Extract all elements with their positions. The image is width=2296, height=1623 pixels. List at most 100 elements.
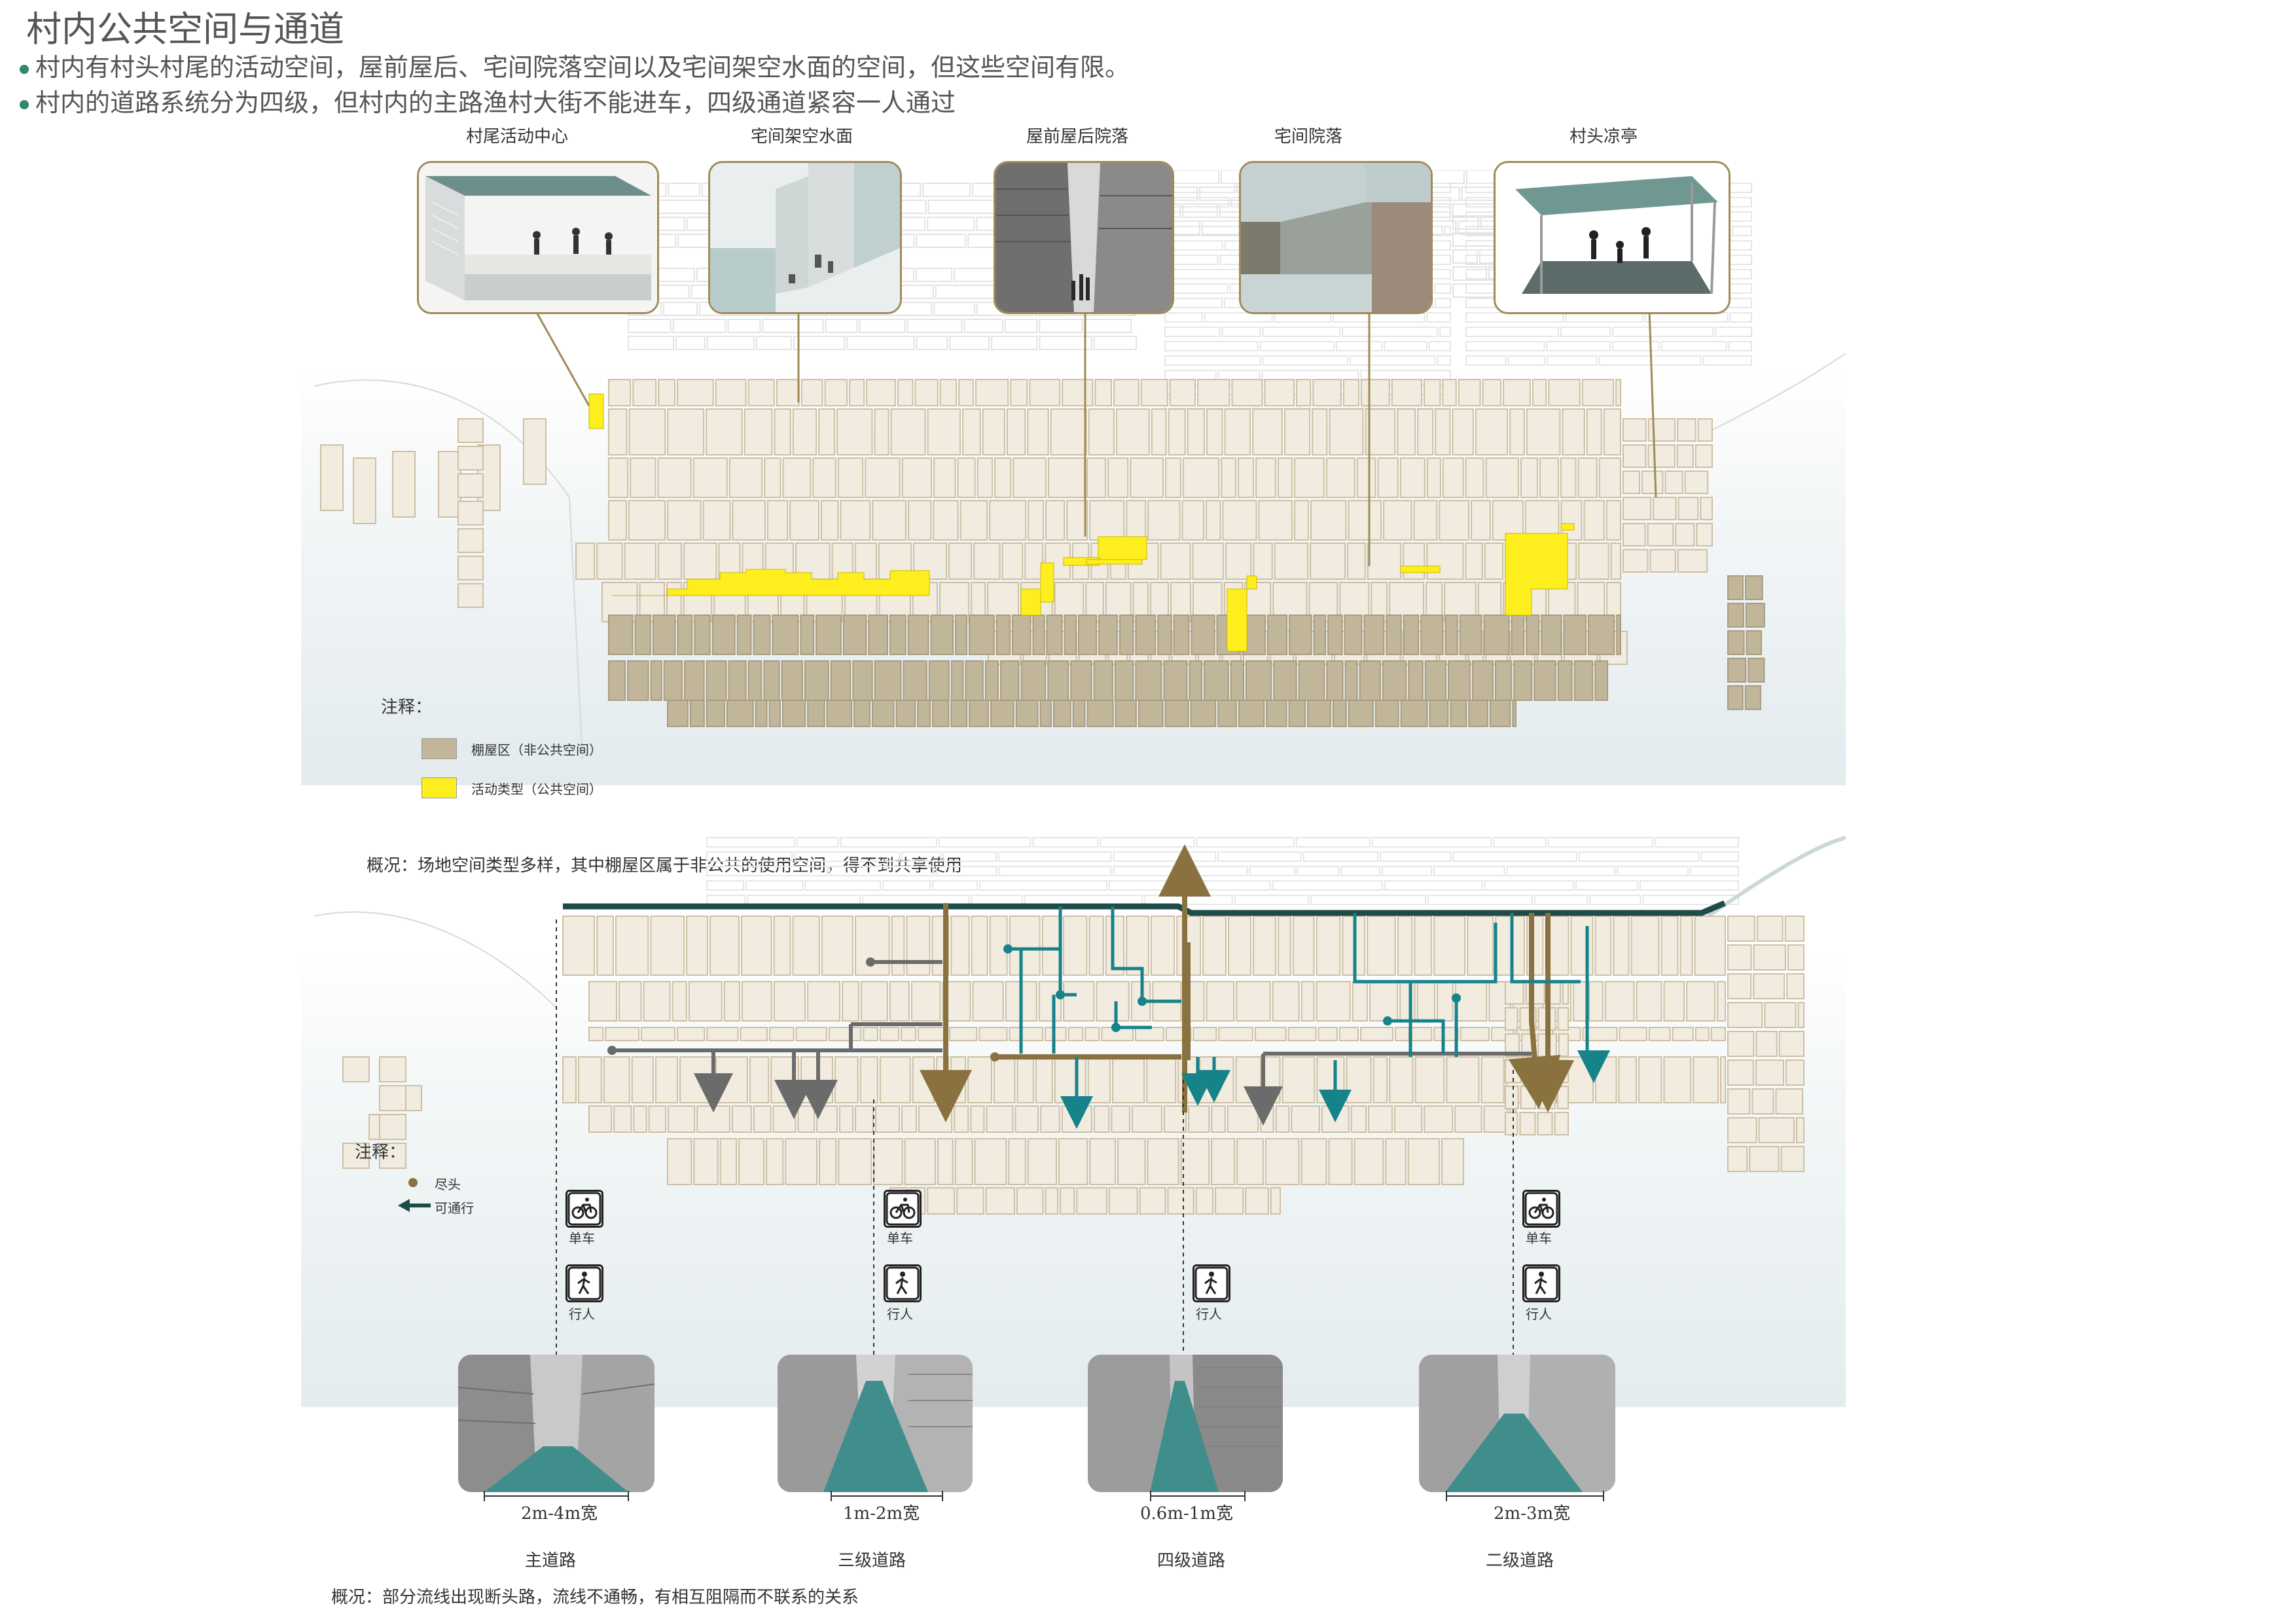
building-block xyxy=(860,981,888,1022)
dead-end-dot xyxy=(607,1046,617,1055)
building-block xyxy=(1016,1056,1034,1103)
building-block xyxy=(1417,408,1434,455)
building-block xyxy=(1675,523,1695,546)
building-block xyxy=(686,916,709,976)
ghost-building xyxy=(901,851,942,862)
building-block xyxy=(1755,1060,1785,1086)
shed-block xyxy=(694,615,711,655)
ghost-building xyxy=(1297,866,1340,876)
shed-block xyxy=(772,615,799,655)
building-block xyxy=(1454,981,1488,1022)
building-block xyxy=(1460,1027,1490,1041)
building-block xyxy=(1638,1056,1662,1103)
building-block xyxy=(890,408,926,455)
road-name-2: 三级道路 xyxy=(838,1551,906,1571)
road-width-1: 2m-4m宽 xyxy=(521,1504,598,1524)
building-block xyxy=(1096,981,1130,1022)
shed-block xyxy=(1344,660,1358,701)
building-block xyxy=(1045,500,1066,541)
building-block xyxy=(562,916,596,976)
building-block xyxy=(677,379,714,406)
ghost-building xyxy=(672,319,726,333)
building-block xyxy=(1211,1105,1226,1133)
building-block xyxy=(1035,1056,1053,1103)
building-block xyxy=(596,543,623,580)
building-block xyxy=(457,473,484,498)
building-block xyxy=(1598,457,1622,498)
building-block xyxy=(1753,973,1785,999)
building-block xyxy=(1755,1031,1778,1057)
building-block xyxy=(1325,457,1355,498)
building-block xyxy=(588,1105,613,1133)
public-space-block xyxy=(1246,575,1257,590)
building-block xyxy=(438,451,461,518)
building-block xyxy=(719,1138,738,1185)
ghost-building xyxy=(829,866,935,876)
building-block xyxy=(1749,1146,1780,1172)
building-block xyxy=(1520,457,1539,498)
ghost-building xyxy=(1690,866,1740,876)
road-section-photo-4 xyxy=(1419,1355,1615,1492)
building-block xyxy=(1391,379,1423,406)
ghost-building xyxy=(675,336,706,350)
ghost-building xyxy=(1180,866,1248,876)
building-block xyxy=(1441,1138,1465,1185)
shed-block xyxy=(969,700,990,727)
building-block xyxy=(1442,457,1464,498)
building-block xyxy=(1582,1027,1618,1041)
arrow-icon xyxy=(398,1199,431,1212)
shed-block xyxy=(1727,685,1744,710)
building-block xyxy=(1206,408,1223,455)
building-block xyxy=(342,1143,370,1169)
building-block xyxy=(1038,981,1062,1022)
building-block xyxy=(1253,543,1273,580)
shed-block xyxy=(726,700,754,727)
building-block xyxy=(457,501,484,526)
building-block xyxy=(933,457,956,498)
shed-block xyxy=(1468,700,1488,727)
shoreline-curve-right xyxy=(1708,353,1846,433)
road-name-3: 四级道路 xyxy=(1157,1551,1226,1571)
building-block xyxy=(1310,543,1346,580)
ghost-building xyxy=(939,837,1031,847)
ghost-building xyxy=(1262,327,1341,337)
shed-block xyxy=(1526,615,1540,655)
building-block xyxy=(874,408,889,455)
building-block xyxy=(773,981,806,1022)
building-block xyxy=(1235,1056,1262,1103)
building-block xyxy=(740,1027,768,1041)
building-block xyxy=(1594,1056,1617,1103)
building-block xyxy=(912,1056,935,1103)
building-block xyxy=(1395,1027,1410,1041)
building-block xyxy=(1557,1007,1569,1031)
shed-block xyxy=(1408,660,1424,701)
building-block xyxy=(1006,408,1026,455)
building-block xyxy=(628,500,666,541)
building-block xyxy=(1532,379,1547,406)
building-block xyxy=(1010,379,1028,406)
ghost-building xyxy=(1221,327,1261,337)
shed-block xyxy=(1512,700,1517,727)
building-block xyxy=(1058,1138,1088,1185)
shed-block xyxy=(895,700,916,727)
building-block xyxy=(985,1187,1015,1215)
building-block xyxy=(628,408,666,455)
building-block xyxy=(1310,500,1347,541)
building-block xyxy=(1287,1027,1317,1041)
ghost-building xyxy=(1452,283,1496,298)
building-block xyxy=(1581,379,1615,406)
building-block xyxy=(577,1056,602,1103)
building-block xyxy=(1197,379,1230,406)
card-label-3: 屋前屋后院落 xyxy=(1026,127,1129,147)
ghost-building xyxy=(1039,319,1083,333)
ghost-building xyxy=(1444,226,1451,236)
ghost-building xyxy=(1560,327,1611,337)
shed-block xyxy=(1189,660,1202,701)
building-block xyxy=(753,1105,772,1133)
building-block xyxy=(706,408,743,455)
building-block xyxy=(1613,916,1630,976)
building-block xyxy=(1483,1105,1508,1133)
ghost-building xyxy=(1335,341,1383,351)
shed-block xyxy=(1157,615,1172,655)
building-block xyxy=(889,981,910,1022)
